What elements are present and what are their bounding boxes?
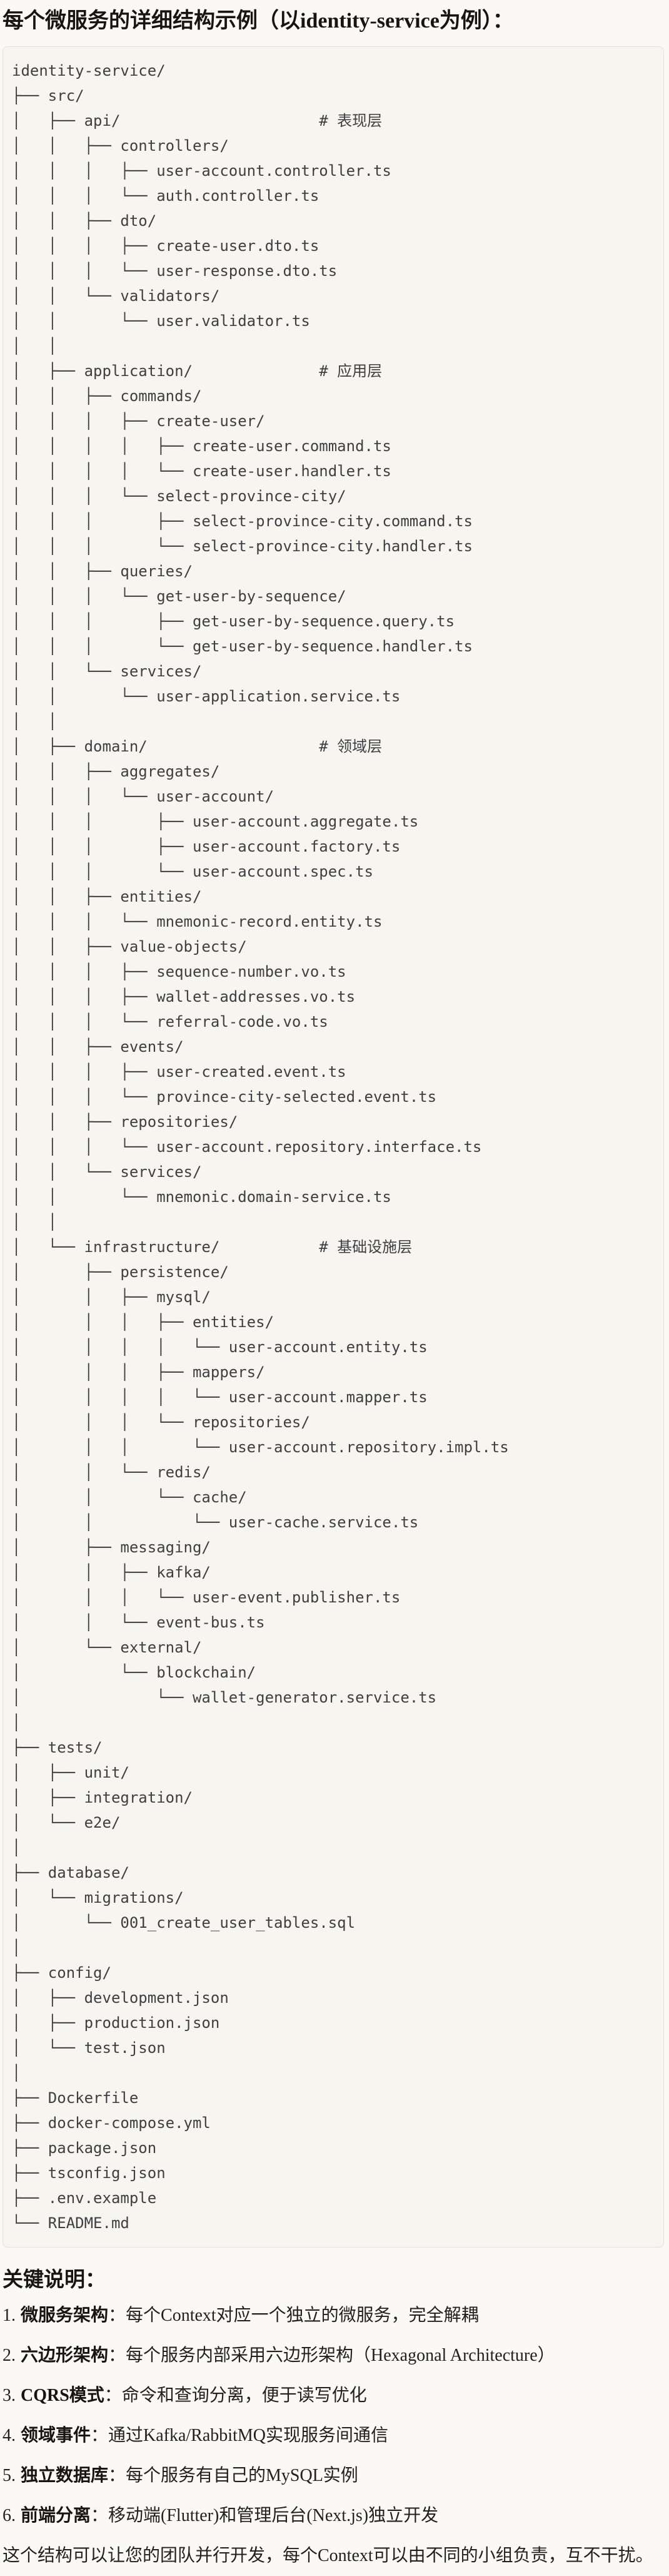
- note-item-4: 4. 领域事件：通过Kafka/RabbitMQ实现服务间通信: [3, 2424, 664, 2448]
- note-description: ：命令和查询分离，便于读写优化: [104, 2386, 367, 2405]
- note-term: 六边形架构: [21, 2346, 109, 2365]
- note-ordinal: 5.: [3, 2466, 16, 2485]
- notes-list: 1. 微服务架构：每个Context对应一个独立的微服务，完全解耦 2. 六边形架构…: [3, 2304, 664, 2528]
- note-ordinal: 3.: [3, 2386, 16, 2405]
- note-item-6: 6. 前端分离：移动端(Flutter)和管理后台(Next.js)独立开发: [3, 2504, 664, 2528]
- note-term: 微服务架构: [21, 2306, 109, 2325]
- note-description: ：每个服务有自己的MySQL实例: [108, 2466, 358, 2485]
- note-item-1: 1. 微服务架构：每个Context对应一个独立的微服务，完全解耦: [3, 2304, 664, 2328]
- note-description: ：移动端(Flutter)和管理后台(Next.js)独立开发: [91, 2506, 439, 2525]
- directory-tree-code-block: identity-service/ ├── src/ │ ├── api/ # …: [3, 46, 664, 2248]
- note-item-5: 5. 独立数据库：每个服务有自己的MySQL实例: [3, 2464, 664, 2488]
- note-ordinal: 6.: [3, 2506, 16, 2525]
- note-description: ：通过Kafka/RabbitMQ实现服务间通信: [91, 2426, 388, 2445]
- note-term: CQRS模式: [21, 2386, 104, 2405]
- note-term: 独立数据库: [21, 2466, 109, 2485]
- note-item-2: 2. 六边形架构：每个服务内部采用六边形架构（Hexagonal Architec…: [3, 2344, 664, 2368]
- note-term: 领域事件: [21, 2426, 91, 2445]
- note-ordinal: 1.: [3, 2306, 16, 2325]
- page-title: 每个微服务的详细结构示例（以identity-service为例）：: [3, 9, 514, 33]
- note-item-3: 3. CQRS模式：命令和查询分离，便于读写优化: [3, 2384, 664, 2408]
- note-description: ：每个服务内部采用六边形架构（Hexagonal Architecture）: [108, 2346, 555, 2365]
- note-ordinal: 2.: [3, 2346, 16, 2365]
- note-term: 前端分离: [21, 2506, 91, 2525]
- notes-heading: 关键说明：: [3, 2269, 106, 2291]
- closing-paragraph: 这个结构可以让您的团队并行开发，每个Context可以由不同的小组负责，互不干扰…: [3, 2546, 653, 2565]
- note-ordinal: 4.: [3, 2426, 16, 2445]
- note-description: ：每个Context对应一个独立的微服务，完全解耦: [108, 2306, 479, 2325]
